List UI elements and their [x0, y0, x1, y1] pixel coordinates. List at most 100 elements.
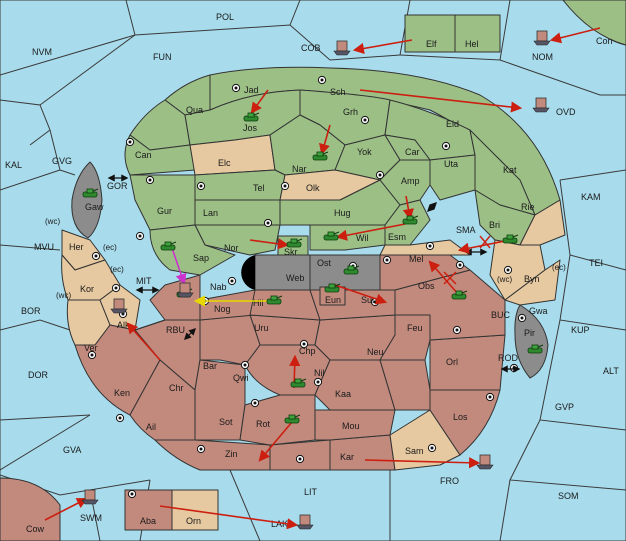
- region-label: Gwa: [529, 306, 548, 316]
- convoy-order: [171, 247, 187, 286]
- region-label: BOR: [21, 306, 41, 316]
- region-label: LAK: [271, 519, 288, 529]
- region-label: Nor: [224, 243, 239, 253]
- region-label: Ost: [317, 258, 332, 268]
- coast-label: (ec): [110, 265, 124, 274]
- region-label: SMA: [456, 225, 476, 235]
- region-label: ALT: [603, 366, 619, 376]
- region-label: Eun: [325, 295, 341, 305]
- region-label: Qwi: [233, 373, 249, 383]
- coast-label: (wc): [56, 291, 71, 300]
- region-label: FRO: [440, 476, 459, 486]
- order-crosses: [443, 235, 491, 285]
- region-label: Los: [453, 412, 468, 422]
- green-zone: [124, 14, 566, 276]
- region-label: Chp: [299, 346, 316, 356]
- region-label: Ver: [84, 343, 98, 353]
- region-labels: POL COB NVM FUN NOM Con KAL GVG KAM TEI …: [5, 12, 619, 534]
- region-label: POL: [216, 12, 234, 22]
- region-label: Bar: [203, 361, 217, 371]
- region-label: NOM: [532, 52, 553, 62]
- region-label: Lan: [203, 208, 218, 218]
- region-label: Web: [286, 273, 304, 283]
- region-label: Orn: [186, 516, 201, 526]
- region-label: SWM: [80, 513, 102, 523]
- region-label: Olk: [306, 183, 320, 193]
- region-label: NVM: [32, 47, 52, 57]
- region-label: Orl: [446, 357, 458, 367]
- region-label: Sch: [330, 87, 346, 97]
- region-label: ROD: [498, 353, 519, 363]
- region-label: Sap: [193, 253, 209, 263]
- region-label: Feu: [407, 323, 423, 333]
- region-label: Jos: [243, 123, 258, 133]
- region-label: Ken: [114, 388, 130, 398]
- region-label: Aba: [140, 516, 156, 526]
- region-label: Qua: [186, 105, 203, 115]
- region-label: BUC: [491, 310, 511, 320]
- region-label: Hil: [253, 298, 264, 308]
- region-label: Can: [135, 150, 152, 160]
- region-label: KAM: [581, 192, 601, 202]
- region-label: Nar: [292, 164, 307, 174]
- region-label: Rie: [521, 202, 535, 212]
- region-label: Hel: [465, 39, 479, 49]
- region-label: Bri: [489, 220, 500, 230]
- region-label: Yok: [357, 147, 372, 157]
- coast-label: (ec): [552, 263, 566, 272]
- region-label: GOR: [107, 181, 128, 191]
- region-label: Kar: [340, 452, 354, 462]
- region-label: MIT: [136, 276, 152, 286]
- region-label: Nog: [214, 304, 231, 314]
- region-label: OVD: [556, 107, 576, 117]
- strait-links: [107, 174, 521, 373]
- move-orders: [44, 27, 601, 530]
- region-label: Sot: [219, 417, 233, 427]
- region-label: KAL: [5, 160, 22, 170]
- region-label: Pir: [524, 328, 535, 338]
- region-label: Gaw: [85, 202, 104, 212]
- region-label: MVU: [34, 242, 54, 252]
- region-label: Eld: [446, 119, 459, 129]
- region-label: GVA: [63, 445, 81, 455]
- region-label: Elf: [426, 39, 437, 49]
- region-label: COB: [301, 43, 321, 53]
- region-label: Chr: [169, 383, 184, 393]
- region-label: Skr: [284, 247, 298, 257]
- region-label: Gur: [157, 206, 172, 216]
- region-label: Ail: [146, 422, 156, 432]
- region-label: Wil: [356, 233, 369, 243]
- region-label: Her: [69, 242, 84, 252]
- region-label: Rot: [256, 419, 271, 429]
- coast-label: (wc): [497, 275, 512, 284]
- region-label: KUP: [571, 325, 590, 335]
- region-label: Kaa: [335, 389, 351, 399]
- region-label: Uta: [444, 159, 458, 169]
- region-label: Neu: [367, 347, 384, 357]
- region-label: Zin: [225, 449, 238, 459]
- region-label: GVG: [52, 156, 72, 166]
- coast-label: (ec): [103, 243, 117, 252]
- region-label: Byn: [524, 274, 540, 284]
- region-label: GVP: [555, 402, 574, 412]
- region-label: SOM: [558, 491, 579, 501]
- region-label: Sam: [405, 446, 424, 456]
- region-label: Con: [596, 36, 613, 46]
- region-label: Nil: [314, 368, 325, 378]
- region-label: Nab: [210, 282, 227, 292]
- region-label: Alk: [117, 320, 130, 330]
- region-label: Grh: [343, 107, 358, 117]
- region-label: DOR: [28, 370, 49, 380]
- region-label: Esm: [388, 232, 406, 242]
- region-label: Kat: [503, 165, 517, 175]
- region-label: Amp: [401, 176, 420, 186]
- region-label: Sun: [361, 295, 377, 305]
- region-label: Mou: [342, 421, 360, 431]
- region-label: Uru: [254, 323, 269, 333]
- region-label: Obs: [418, 281, 435, 291]
- region-label: RBU: [166, 325, 185, 335]
- region-label: Car: [405, 147, 420, 157]
